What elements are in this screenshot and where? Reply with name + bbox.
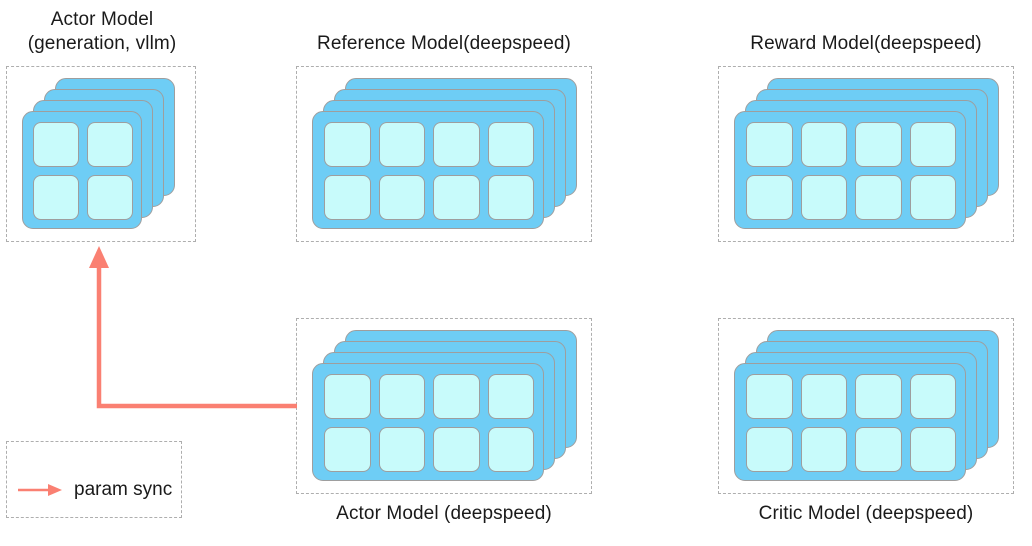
cell <box>800 122 847 167</box>
card-cell-grid <box>324 122 534 220</box>
caption-actor-vllm: Actor Model (generation, vllm) <box>27 9 177 54</box>
group-box-reference-model[interactable] <box>296 66 592 242</box>
card-layer-1 <box>734 363 966 481</box>
cell <box>324 374 371 419</box>
cell <box>487 122 534 167</box>
cell <box>855 122 902 167</box>
legend-label: param sync <box>74 479 173 500</box>
caption-reference-model: Reference Model(deepspeed) <box>317 33 571 54</box>
cell <box>855 374 902 419</box>
cell <box>87 175 133 220</box>
card-cell-grid <box>324 374 534 472</box>
card-layer-1 <box>22 111 142 229</box>
cell <box>324 175 371 220</box>
card-stack-actor-deepspeed[interactable] <box>312 330 578 482</box>
card-stack-critic-model[interactable] <box>734 330 1000 482</box>
group-box-actor-vllm[interactable] <box>6 66 196 242</box>
cell <box>909 427 956 472</box>
card-stack-actor-vllm[interactable] <box>22 78 182 230</box>
card-stack-reference-model[interactable] <box>312 78 578 230</box>
card-layer-1 <box>312 363 544 481</box>
cell <box>324 427 371 472</box>
caption-critic-model: Critic Model (deepspeed) <box>758 503 974 524</box>
cell <box>800 175 847 220</box>
cell <box>433 122 480 167</box>
card-layer-1 <box>734 111 966 229</box>
cell <box>746 427 793 472</box>
cell <box>433 374 480 419</box>
cell <box>378 122 425 167</box>
caption-actor-deepspeed: Actor Model (deepspeed) <box>336 503 552 524</box>
cell <box>33 122 79 167</box>
cell <box>378 175 425 220</box>
group-box-critic-model[interactable] <box>718 318 1014 494</box>
legend-param-sync: param sync <box>18 479 172 501</box>
card-cell-grid <box>33 122 133 220</box>
cell <box>433 427 480 472</box>
cell <box>909 175 956 220</box>
cell <box>487 175 534 220</box>
cell <box>324 122 371 167</box>
card-cell-grid <box>746 122 956 220</box>
card-stack-reward-model[interactable] <box>734 78 1000 230</box>
cell <box>746 175 793 220</box>
cell <box>800 427 847 472</box>
cell <box>33 175 79 220</box>
legend-box <box>6 441 182 518</box>
cell <box>800 374 847 419</box>
group-box-reward-model[interactable] <box>718 66 1014 242</box>
cell <box>433 175 480 220</box>
cell <box>378 427 425 472</box>
cell <box>487 374 534 419</box>
caption-reward-model: Reward Model(deepspeed) <box>750 33 982 54</box>
cell <box>746 122 793 167</box>
card-layer-1 <box>312 111 544 229</box>
cell <box>487 427 534 472</box>
cell <box>378 374 425 419</box>
legend-arrow-icon <box>18 484 62 496</box>
card-cell-grid <box>746 374 956 472</box>
cell <box>855 175 902 220</box>
cell <box>87 122 133 167</box>
cell <box>746 374 793 419</box>
cell <box>909 374 956 419</box>
cell <box>909 122 956 167</box>
cell <box>855 427 902 472</box>
